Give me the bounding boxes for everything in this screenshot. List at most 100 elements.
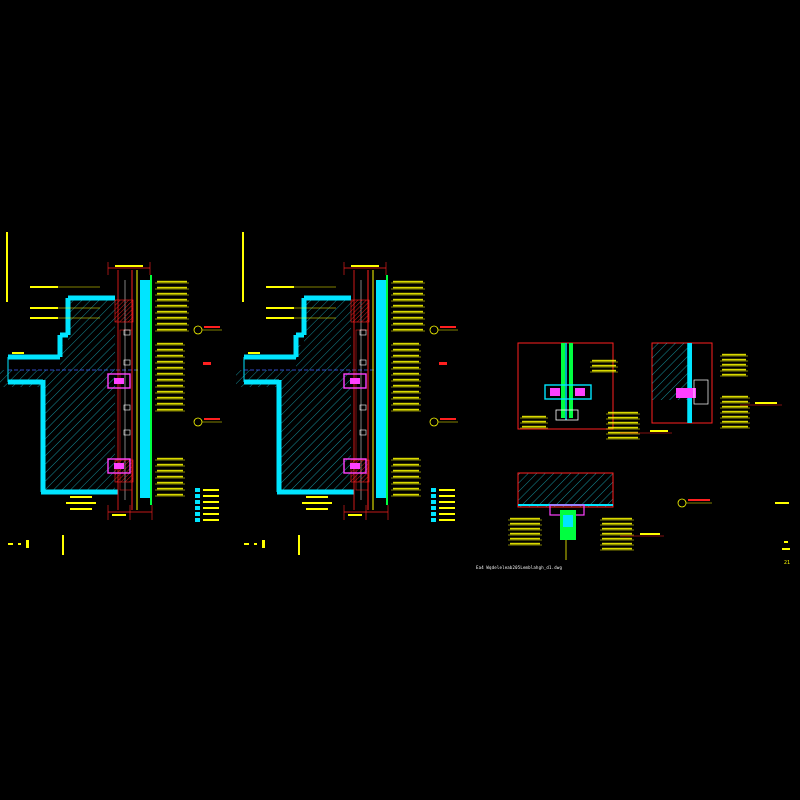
annotation-text-block [157,457,183,460]
annotation-text-block [510,537,540,540]
detail-callout [677,498,687,508]
section-callout [193,417,203,427]
dimension-text [112,514,126,516]
annotation-text-block [722,368,746,371]
legend-swatch [195,488,200,492]
legend-text [203,519,219,521]
section-callout [429,417,439,427]
detail-glass-joint [517,342,672,440]
annotation-text-block [775,502,789,504]
annotation-text-block [510,532,540,535]
bracket-plate [114,378,124,384]
annotation-text-block [157,384,183,387]
annotation-text-block [722,410,748,413]
annotation-text-block [608,431,638,434]
annotation-text-block [157,328,187,331]
ceiling-slab [517,472,614,508]
detail-ceiling-joint [508,472,664,560]
annotation-text-block [157,292,187,295]
annotation-text-block [393,396,419,399]
annotation-text-block [722,425,748,428]
annotation-text-block [602,537,632,540]
annotation-text-block [393,316,423,319]
annotation-text-block [608,411,638,414]
anchor-box [359,359,367,366]
legend-swatch [431,488,436,492]
legend-swatch [195,500,200,504]
annotation-text-block [393,457,419,460]
note-mark [782,548,790,550]
legend-swatch [431,494,436,498]
note-mark [26,540,29,548]
bracket-plate [350,463,360,469]
annotation-text-block [157,408,183,411]
clamp-bolt [550,388,560,396]
facade-panel [376,280,386,498]
wall-section-middle [236,232,458,555]
annotation-text-block [602,527,632,530]
bracket-plate [350,378,360,384]
insulation-top [350,299,370,323]
legend-swatch [195,518,200,522]
file-name-label: Ea4 Wqdeleleab205Lemblahgh_d1.dwg [476,565,563,570]
annotation-text-block [393,280,423,283]
wall-section-left [0,232,222,555]
annotation-text-block [157,372,183,375]
annotation-text-block [522,420,546,423]
annotation-text-block [510,517,540,520]
legend-text [203,501,219,503]
annotation-text-block [157,310,187,313]
legend-swatch [195,494,200,498]
legend-swatch [195,506,200,510]
annotation-text-block [266,317,294,319]
annotation-text-block [755,402,777,404]
annotation-text-block [30,286,58,288]
annotation-text-block [393,408,419,411]
insulation-top [114,299,134,323]
annotation-text-block [393,342,419,345]
callout-text [440,418,456,420]
annotation-text-block [302,502,332,504]
callout-text [203,362,211,365]
legend-text [203,513,219,515]
legend-text [203,495,219,497]
annotation-text-block [393,481,419,484]
legend-swatch [431,500,436,504]
dimension-text [348,514,362,516]
annotation-text-block [602,517,632,520]
annotation-text-block [157,280,187,283]
bracket [343,373,367,389]
concrete-hatch [0,298,115,492]
note-mark [18,543,21,545]
facade-panel [140,280,150,498]
annotation-text-block [393,384,419,387]
clamp-profile [544,384,592,400]
bracket [107,458,131,474]
legend-swatch [431,506,436,510]
annotation-text-block [722,373,746,376]
annotation-text-block [608,416,638,419]
annotation-text-block [157,469,183,472]
anchor-box [359,329,367,336]
annotation-text-block [393,475,419,478]
anchor-box [123,359,131,366]
annotation-text-block [157,463,183,466]
annotation-text-block [157,475,183,478]
anchor-box [123,429,131,436]
annotation-text-block [393,298,423,301]
callout-text [204,326,220,328]
concrete-hatch [652,343,688,400]
annotation-text-block [393,493,419,496]
note-mark [8,543,13,545]
annotation-text-block [510,542,540,545]
annotation-text-block [510,527,540,530]
annotation-text-block [306,496,328,498]
note-mark [62,535,64,555]
glass-line [150,275,152,505]
annotation-text-block [157,360,183,363]
annotation-text-block [393,372,419,375]
annotation-text-block [650,430,668,432]
annotation-text-block [722,363,746,366]
anchor-box [359,404,367,411]
